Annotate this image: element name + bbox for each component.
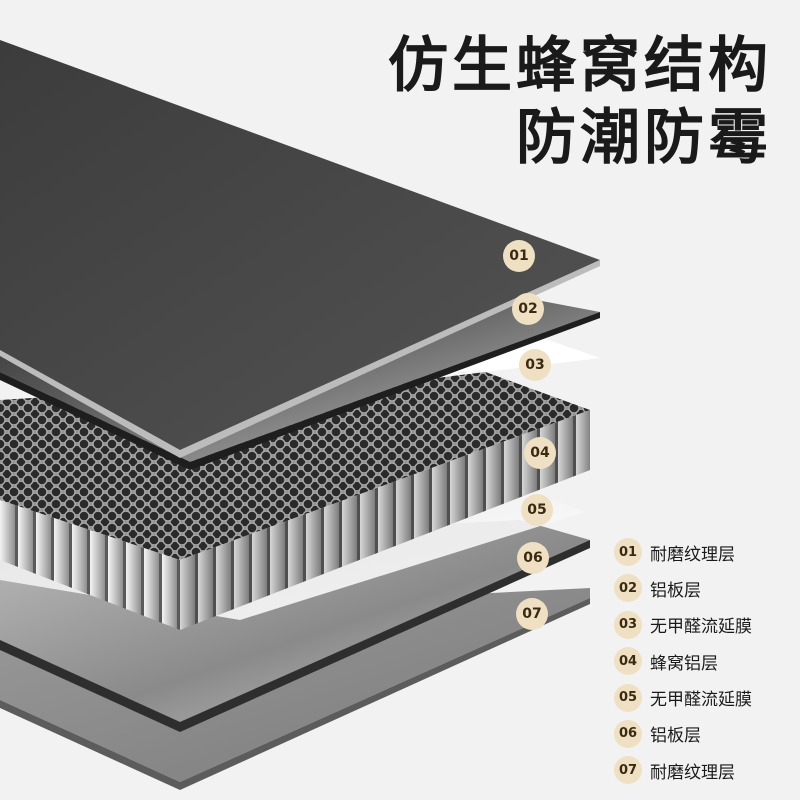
legend-label-01: 耐磨纹理层 [650,544,735,565]
legend-row-06: 06 铝板层 [614,716,800,752]
badge-06: 06 [517,542,549,574]
badge-04: 04 [524,437,556,469]
badge-07: 07 [516,598,548,630]
legend-num-01: 01 [614,538,642,566]
layer-01-panel [0,40,600,458]
badge-02: 02 [512,293,544,325]
legend-label-07: 耐磨纹理层 [650,762,735,783]
badge-05: 05 [521,494,553,526]
badge-01: 01 [503,240,535,272]
legend-num-07: 07 [614,756,642,785]
legend-row-03: 03 无甲醛流延膜 [614,607,800,643]
legend-num-02: 02 [614,574,642,603]
legend-row-05: 05 无甲醛流延膜 [614,680,800,716]
legend-label-06: 铝板层 [650,726,701,747]
legend-row-07: 07 耐磨纹理层 [614,752,800,788]
legend-num-06: 06 [614,719,642,748]
legend-row-01: 01 耐磨纹理层 [614,534,800,570]
legend-label-04: 蜂窝铝层 [650,653,718,674]
legend-num-03: 03 [614,610,642,639]
layer-legend: 01 耐磨纹理层 02 铝板层 03 无甲醛流延膜 04 蜂窝铝层 05 无甲醛… [614,534,800,789]
headline-line-2: 防潮防霉 [516,103,772,173]
legend-label-02: 铝板层 [650,580,701,601]
legend-label-05: 无甲醛流延膜 [650,690,752,711]
headline-line-1: 仿生蜂窝结构 [388,31,772,101]
legend-row-04: 04 蜂窝铝层 [614,643,800,679]
legend-num-04: 04 [614,647,642,676]
legend-label-03: 无甲醛流延膜 [650,617,752,638]
badge-03: 03 [519,349,551,381]
legend-num-05: 05 [614,683,642,712]
legend-row-02: 02 铝板层 [614,570,800,606]
